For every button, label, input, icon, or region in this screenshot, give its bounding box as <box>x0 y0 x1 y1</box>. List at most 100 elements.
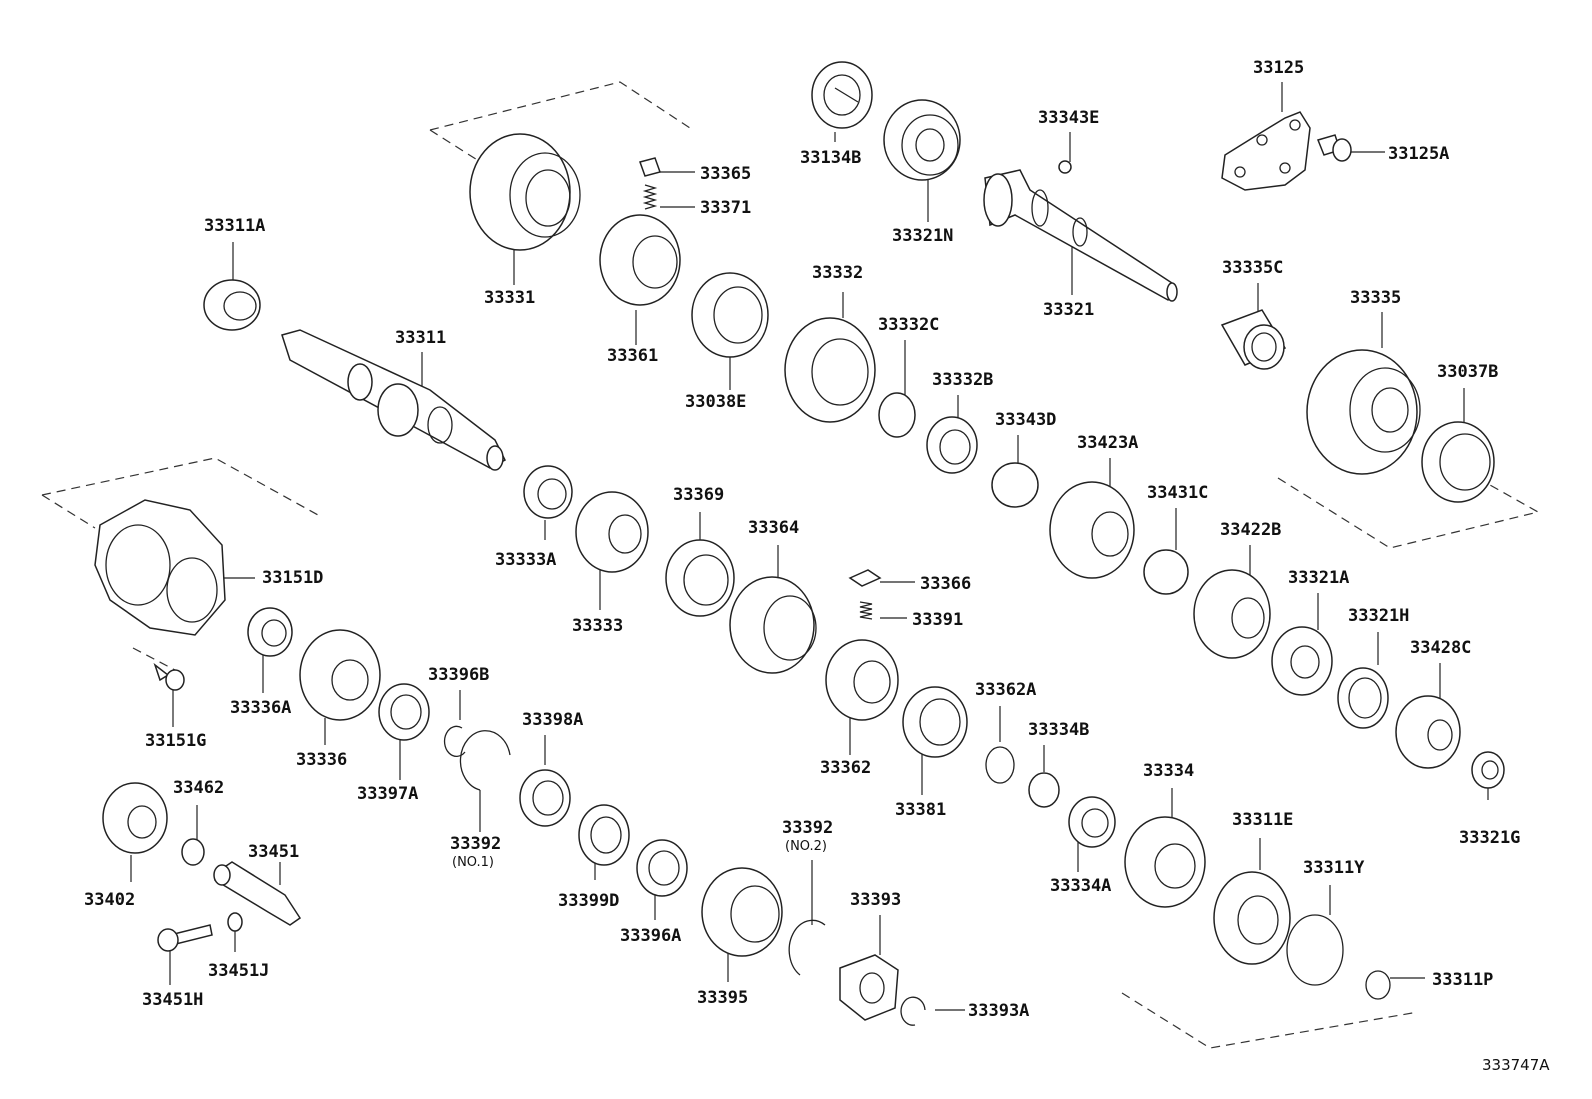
part-label-33343D[interactable]: 33343D <box>995 410 1057 430</box>
part-label-33334A[interactable]: 33334A <box>1050 876 1112 896</box>
part-label-33321H[interactable]: 33321H <box>1348 606 1410 626</box>
gear-33402 <box>102 782 168 854</box>
shaft-33321 <box>983 169 1178 302</box>
part-label-33399D[interactable]: 33399D <box>558 891 620 911</box>
gear-33333 <box>575 491 649 573</box>
part-label-33402[interactable]: 33402 <box>84 890 136 910</box>
bearing-33335C <box>1220 309 1287 370</box>
part-label-33334[interactable]: 33334 <box>1143 761 1195 781</box>
part-note-33392-no2: (NO.2) <box>785 839 827 854</box>
part-label-33332B[interactable]: 33332B <box>932 370 994 390</box>
dashed-frames <box>41 81 1540 1049</box>
sleeve-33364 <box>729 576 817 674</box>
snap-ring-33393A <box>900 996 926 1026</box>
part-label-33423A[interactable]: 33423A <box>1077 433 1139 453</box>
part-label-33364[interactable]: 33364 <box>748 518 800 538</box>
part-label-33321N[interactable]: 33321N <box>892 226 954 246</box>
part-label-33362[interactable]: 33362 <box>820 758 872 778</box>
part-label-33321[interactable]: 33321 <box>1043 300 1095 320</box>
diagram-reference-number: 333747A <box>1482 1056 1550 1074</box>
part-label-33422B[interactable]: 33422B <box>1220 520 1282 540</box>
part-label-33395[interactable]: 33395 <box>697 988 749 1008</box>
ball-33451J <box>227 912 243 932</box>
part-label-33451J[interactable]: 33451J <box>208 961 270 981</box>
collar-33343D <box>991 462 1039 508</box>
gear-33422B <box>1193 569 1271 659</box>
ring-33037B <box>1421 421 1495 503</box>
part-label-33431C[interactable]: 33431C <box>1147 483 1209 503</box>
bearing-33332B <box>926 416 978 474</box>
gear-33423A <box>1049 481 1135 579</box>
part-label-33369[interactable]: 33369 <box>673 485 725 505</box>
part-label-33393[interactable]: 33393 <box>850 890 902 910</box>
sleeve-33395 <box>701 867 783 957</box>
leader-lines <box>130 82 1489 1011</box>
part-label-33398A[interactable]: 33398A <box>522 710 584 730</box>
bearing-33334A <box>1068 796 1116 848</box>
part-label-33334B[interactable]: 33334B <box>1028 720 1090 740</box>
plate-33151D <box>94 499 226 636</box>
part-label-33392-no1[interactable]: 33392 <box>450 834 502 854</box>
part-label-33332C[interactable]: 33332C <box>878 315 940 335</box>
gear-33334 <box>1124 816 1206 908</box>
part-label-33311P[interactable]: 33311P <box>1432 970 1494 990</box>
part-label-33333[interactable]: 33333 <box>572 616 624 636</box>
collar-33431C <box>1143 549 1189 595</box>
part-label-33321G[interactable]: 33321G <box>1459 828 1521 848</box>
part-label-33392-no2[interactable]: 33392 <box>782 818 834 838</box>
part-label-33362A[interactable]: 33362A <box>975 680 1037 700</box>
part-label-33311[interactable]: 33311 <box>395 328 447 348</box>
part-label-33151G[interactable]: 33151G <box>145 731 207 751</box>
part-label-33396B[interactable]: 33396B <box>428 665 490 685</box>
part-label-33381[interactable]: 33381 <box>895 800 947 820</box>
part-label-33366[interactable]: 33366 <box>920 574 972 594</box>
hub-33361 <box>599 214 681 306</box>
part-label-33038E[interactable]: 33038E <box>685 392 747 412</box>
part-label-33151D[interactable]: 33151D <box>262 568 324 588</box>
ring-33398A <box>519 769 571 827</box>
part-label-33335C[interactable]: 33335C <box>1222 258 1284 278</box>
part-label-33451[interactable]: 33451 <box>248 842 300 862</box>
part-label-33393A[interactable]: 33393A <box>968 1001 1030 1021</box>
bearing-33321A <box>1271 626 1333 696</box>
part-label-33336A[interactable]: 33336A <box>230 698 292 718</box>
part-label-33336[interactable]: 33336 <box>296 750 348 770</box>
part-label-33365[interactable]: 33365 <box>700 164 752 184</box>
nut-33321G <box>1471 751 1505 789</box>
part-label-33332[interactable]: 33332 <box>812 263 864 283</box>
part-label-33333A[interactable]: 33333A <box>495 550 557 570</box>
snap-ring-33311P <box>1365 970 1391 1000</box>
part-label-33125[interactable]: 33125 <box>1253 58 1305 78</box>
part-drawings <box>94 61 1505 1026</box>
part-label-33134B[interactable]: 33134B <box>800 148 862 168</box>
part-label-33391[interactable]: 33391 <box>912 610 964 630</box>
part-label-33311A[interactable]: 33311A <box>204 216 266 236</box>
ring-33038E <box>691 272 769 358</box>
snap-ring-33396B <box>443 725 466 757</box>
part-label-33396A[interactable]: 33396A <box>620 926 682 946</box>
part-label-33125A[interactable]: 33125A <box>1388 144 1450 164</box>
part-label-33321A[interactable]: 33321A <box>1288 568 1350 588</box>
bearing-33311E <box>1213 871 1291 965</box>
part-label-33397A[interactable]: 33397A <box>357 784 419 804</box>
gear-33336 <box>299 629 381 721</box>
part-label-33331[interactable]: 33331 <box>484 288 536 308</box>
part-label-33371[interactable]: 33371 <box>700 198 752 218</box>
ring-33399D <box>578 804 630 866</box>
shaft-33311 <box>281 329 506 471</box>
hub-33393 <box>839 954 899 1021</box>
part-label-33343E[interactable]: 33343E <box>1038 108 1100 128</box>
part-label-33462[interactable]: 33462 <box>173 778 225 798</box>
part-label-33037B[interactable]: 33037B <box>1437 362 1499 382</box>
part-label-33361[interactable]: 33361 <box>607 346 659 366</box>
part-label-33335[interactable]: 33335 <box>1350 288 1402 308</box>
bracket-33125 <box>1221 111 1311 191</box>
part-label-33311E[interactable]: 33311E <box>1232 810 1294 830</box>
snap-ring-33392-no2 <box>788 919 826 976</box>
part-label-33428C[interactable]: 33428C <box>1410 638 1472 658</box>
part-label-33311Y[interactable]: 33311Y <box>1303 858 1365 878</box>
part-label-33451H[interactable]: 33451H <box>142 990 204 1010</box>
ring-33321H <box>1337 667 1389 729</box>
washer-33334B <box>1028 772 1060 808</box>
